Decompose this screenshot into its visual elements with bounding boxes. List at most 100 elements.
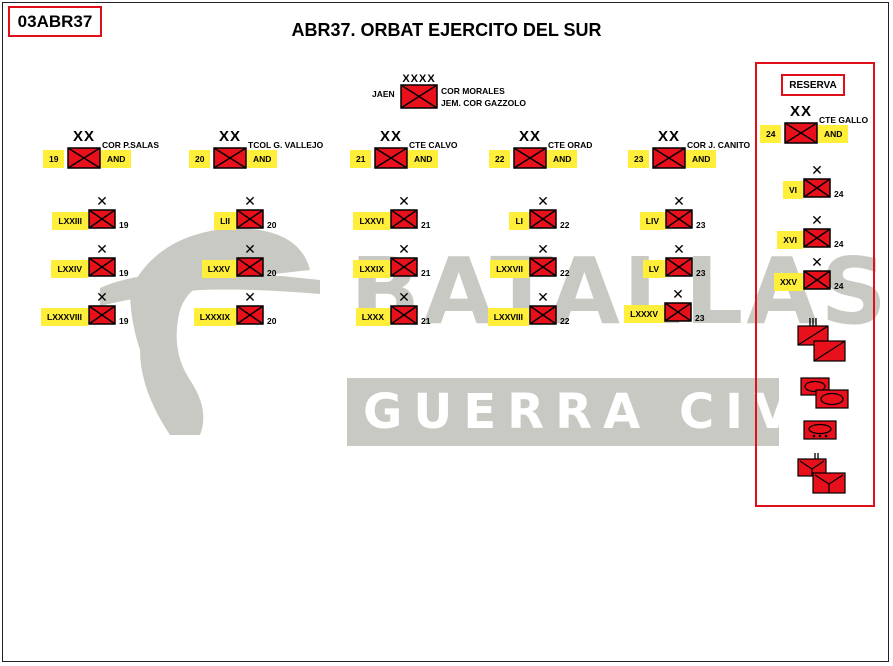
brigade-name: LXXVII <box>490 260 529 278</box>
division-unit: XX <box>513 129 547 173</box>
brigade-echelon-x: ✕ <box>537 241 549 257</box>
reserve-title: RESERVA <box>781 74 845 96</box>
brigade-echelon-x: ✕ <box>673 241 685 257</box>
division-number: 24 <box>760 125 782 143</box>
brigade-parent: 20 <box>267 268 277 278</box>
brigade-echelon-x: ✕ <box>96 289 108 305</box>
brigade-name: LXXIX <box>353 260 390 278</box>
brigade-unit: ✕ <box>529 193 557 229</box>
brigade-name: LXXV <box>201 260 236 278</box>
brigade-infantry-symbol <box>529 257 557 277</box>
division-infantry-symbol <box>213 147 247 169</box>
brigade-name: LXXVI <box>353 212 390 230</box>
division-infantry-symbol <box>784 122 818 144</box>
division-commander: TCOL G. VALLEJO <box>248 140 324 150</box>
brigade-infantry-symbol <box>529 305 557 325</box>
division-region: AND <box>547 150 578 168</box>
brigade-name: LI <box>509 212 529 230</box>
division-commander: COR J. CANITO <box>687 140 751 150</box>
brigade-name: LXXIV <box>51 260 88 278</box>
army-infantry-symbol <box>400 84 438 109</box>
watermark-bar <box>347 378 779 446</box>
brigade-parent: 20 <box>267 220 277 230</box>
division-echelon: XX <box>657 128 680 145</box>
division-echelon: XX <box>518 128 541 145</box>
division-number: 22 <box>489 150 511 168</box>
brigade-echelon-x: ✕ <box>398 193 410 209</box>
brigade-infantry-symbol <box>390 209 418 229</box>
brigade-unit: ✕ <box>390 242 418 277</box>
brigade-name: LXXIII <box>52 212 88 230</box>
brigade-parent: 22 <box>560 268 570 278</box>
brigade-parent: 19 <box>119 316 129 326</box>
watermark-soldier-icon <box>100 228 320 435</box>
division-commander: CTE GALLO <box>819 115 869 125</box>
page-title: ABR37. ORBAT EJERCITO DEL SUR <box>291 20 602 40</box>
division-number: 21 <box>350 150 372 168</box>
brigade-name: LIV <box>639 212 665 230</box>
brigade-infantry-symbol <box>803 270 831 290</box>
division-unit: XX <box>213 129 247 173</box>
division-unit: XX <box>652 129 686 173</box>
brigade-infantry-symbol <box>236 209 264 229</box>
brigade-parent: 23 <box>696 268 706 278</box>
brigade-name: VI <box>782 181 803 199</box>
brigade-unit: ✕ <box>390 193 418 229</box>
anti-aircraft-icon <box>797 453 846 494</box>
brigade-unit: ✕ <box>529 290 557 325</box>
brigade-infantry-symbol <box>665 209 693 229</box>
division-infantry-symbol <box>67 147 101 169</box>
watermark-subtitle: GUERRA CIVIL <box>363 384 873 440</box>
page-code: 03ABR37 <box>8 6 102 37</box>
division-number: 19 <box>43 150 65 168</box>
division-echelon: XX <box>789 103 812 120</box>
brigade-echelon-x: ✕ <box>96 241 108 257</box>
brigade-echelon-x: ✕ <box>244 193 256 209</box>
division-unit: XX <box>784 104 818 148</box>
brigade-unit: ✕ <box>665 193 693 229</box>
artillery-icon <box>797 318 846 362</box>
brigade-unit: ✕ <box>803 162 831 198</box>
army-left-label: JAEN <box>372 89 395 99</box>
armored-car-icon <box>803 420 837 440</box>
brigade-unit: ✕ <box>665 241 693 277</box>
brigade-parent: 21 <box>421 220 431 230</box>
brigade-name: LXXXV <box>624 305 664 323</box>
brigade-name: XXV <box>773 273 803 291</box>
brigade-parent: 21 <box>421 316 431 326</box>
division-echelon: XX <box>72 128 95 145</box>
army-echelon: XXXX <box>402 73 436 85</box>
brigade-infantry-symbol <box>236 305 264 325</box>
brigade-name: LXXVIII <box>487 308 529 326</box>
brigade-echelon-x: ✕ <box>244 241 256 257</box>
brigade-name: LV <box>642 260 665 278</box>
brigade-infantry-symbol <box>88 209 116 229</box>
reserve-panel <box>755 62 875 507</box>
division-echelon: XX <box>218 128 241 145</box>
brigade-unit: ✕ <box>88 289 116 325</box>
brigade-name: LII <box>214 212 236 230</box>
brigade-parent: 19 <box>119 268 129 278</box>
brigade-parent: 24 <box>834 239 844 249</box>
brigade-name: LXXX <box>355 308 390 326</box>
brigade-unit: ✕ <box>529 241 557 277</box>
brigade-unit: ✕ <box>803 255 831 290</box>
brigade-parent: 24 <box>834 281 844 291</box>
brigade-echelon-x: ✕ <box>537 193 549 209</box>
brigade-name: LXXXVIII <box>41 308 88 326</box>
brigade-infantry-symbol <box>664 302 692 322</box>
army-commander: COR MORALES <box>441 86 505 96</box>
brigade-infantry-symbol <box>390 305 418 325</box>
brigade-echelon-x: ✕ <box>673 193 685 209</box>
army-hq: XXXX <box>400 72 438 110</box>
brigade-echelon-x: ✕ <box>244 289 256 305</box>
brigade-echelon-x: ✕ <box>811 162 823 178</box>
brigade-parent: 19 <box>119 220 129 230</box>
division-commander: CTE ORAD <box>548 140 593 150</box>
brigade-parent: 22 <box>560 316 570 326</box>
brigade-parent: 23 <box>696 220 706 230</box>
brigade-name: XVI <box>777 231 803 249</box>
brigade-echelon-x: ✕ <box>672 286 684 302</box>
division-region: AND <box>686 150 717 168</box>
